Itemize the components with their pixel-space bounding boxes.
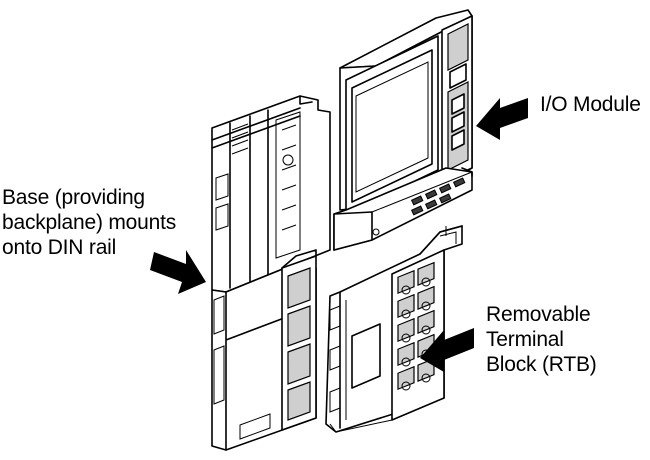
rtb-arrow [420, 328, 474, 372]
base-label-line-2: backplane) mounts [2, 211, 177, 234]
base-label-line-3: onto DIN rail [2, 236, 117, 259]
io-module-arrow [476, 98, 528, 140]
io-module-label-line: I/O Module [540, 93, 641, 116]
removable-terminal-block [325, 225, 463, 433]
io-module-contacts [410, 177, 466, 216]
base-label-line-1: Base (providing [2, 186, 145, 209]
rtb-label-line-2: Terminal [486, 328, 564, 351]
base-label: Base (providing backplane) mounts onto D… [2, 185, 176, 260]
rtb-terminals [397, 261, 435, 391]
rtb-label-line-3: Block (RTB) [486, 353, 597, 376]
base-unit [211, 95, 331, 451]
io-module-label: I/O Module [540, 92, 641, 117]
rtb-label: Removable Terminal Block (RTB) [486, 302, 597, 377]
io-module [333, 9, 473, 251]
rtb-label-line-1: Removable [486, 303, 591, 326]
base-arrow [150, 250, 206, 294]
